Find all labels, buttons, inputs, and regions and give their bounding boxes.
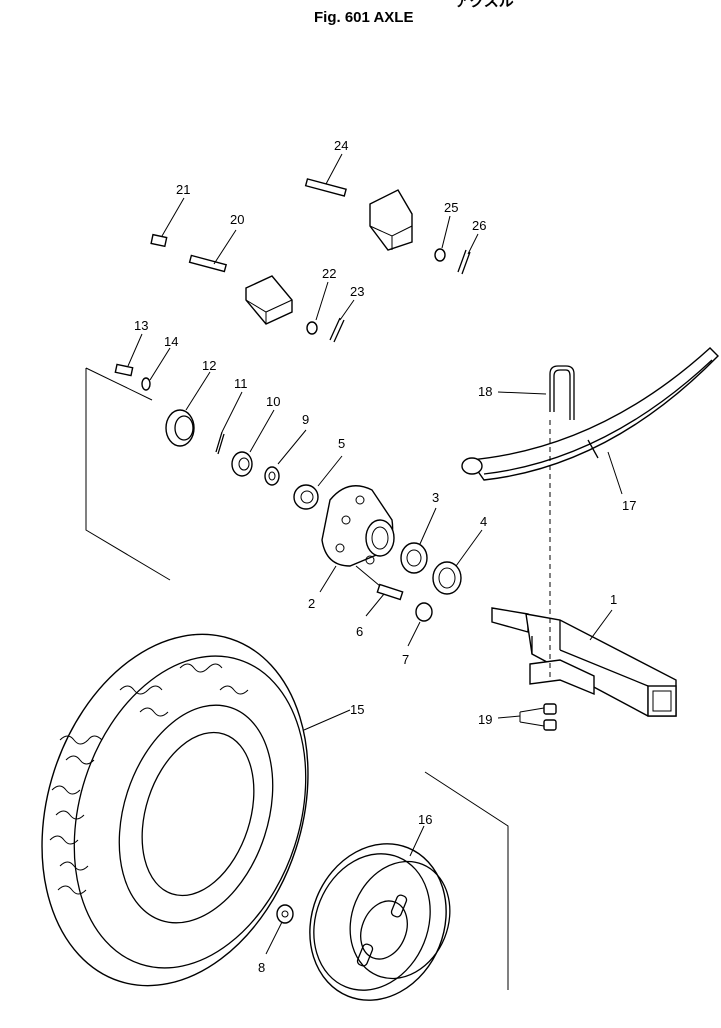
callout-3: 3 — [432, 490, 439, 505]
flat-washer — [264, 466, 280, 486]
callout-16: 16 — [418, 812, 432, 827]
callout-17: 17 — [622, 498, 636, 513]
callout-15: 15 — [350, 702, 364, 717]
callout-18: 18 — [478, 384, 492, 399]
callout-5: 5 — [338, 436, 345, 451]
callout-4: 4 — [480, 514, 487, 529]
callout-23: 23 — [350, 284, 364, 299]
hub-guide-line-top — [85, 367, 153, 401]
hub-bolt — [355, 565, 404, 601]
callout-26: 26 — [472, 218, 486, 233]
callout-22: 22 — [322, 266, 336, 281]
callout-11: 11 — [234, 376, 248, 391]
u-bolt-nuts — [519, 703, 557, 731]
callout-8: 8 — [258, 960, 265, 975]
callout-13: 13 — [134, 318, 148, 333]
leader-lines — [127, 153, 623, 955]
figure-header-jp: アクスル — [455, 0, 514, 10]
hub-guide-line — [85, 368, 171, 581]
lock-washer — [141, 377, 151, 391]
outer-bearing — [293, 484, 319, 510]
grease-seal — [432, 561, 462, 595]
hub-cap — [165, 409, 195, 447]
shackle-plate-upper — [369, 189, 413, 251]
callout-9: 9 — [302, 412, 309, 427]
shackle-nut-lower — [306, 321, 318, 335]
inner-bearing — [400, 542, 428, 574]
callout-10: 10 — [266, 394, 280, 409]
callout-20: 20 — [230, 212, 244, 227]
callout-19: 19 — [478, 712, 492, 727]
grease-nipple — [150, 233, 168, 248]
callout-24: 24 — [334, 138, 348, 153]
wheel-rim — [309, 771, 509, 1001]
callout-7: 7 — [402, 652, 409, 667]
shackle-plate-lower — [245, 275, 293, 325]
callout-21: 21 — [176, 182, 190, 197]
leaf-spring — [461, 347, 719, 481]
callout-2: 2 — [308, 596, 315, 611]
axle-beam — [491, 607, 677, 717]
castle-nut — [231, 451, 253, 477]
cotter-pin — [215, 431, 225, 455]
tire — [41, 633, 309, 987]
wheel-hub — [321, 485, 395, 567]
figure-title: Fig. 601 AXLE — [314, 9, 413, 26]
callout-12: 12 — [202, 358, 216, 373]
shackle-cotter-lower — [329, 317, 345, 343]
callout-6: 6 — [356, 624, 363, 639]
wheel-nut — [276, 904, 294, 924]
shackle-bolt-upper — [304, 178, 347, 197]
shackle-cotter-upper — [457, 249, 471, 275]
shackle-nut-upper — [434, 248, 446, 262]
callout-1: 1 — [610, 592, 617, 607]
shackle-bolt-lower — [188, 254, 228, 273]
cap-bolt — [114, 363, 134, 377]
callout-14: 14 — [164, 334, 178, 349]
callout-25: 25 — [444, 200, 458, 215]
u-bolt — [549, 365, 575, 680]
hub-nut — [415, 602, 433, 622]
